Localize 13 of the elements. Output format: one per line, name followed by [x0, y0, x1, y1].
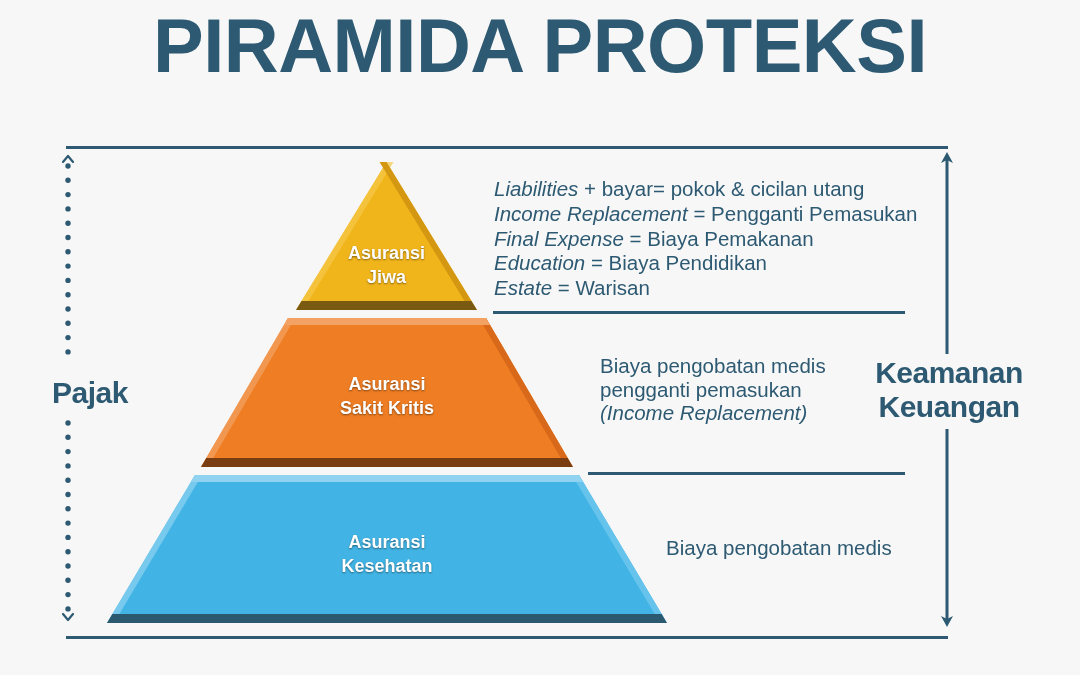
tier-label: Asuransi Sakit Kritis: [338, 373, 435, 420]
description-text: Biaya pengobatan medis: [666, 536, 892, 560]
description-text: Education = Biaya Pendidikan: [494, 251, 767, 276]
side-label: Pajak: [52, 376, 129, 410]
description-text: Income Replacement = Pengganti Pemasukan: [494, 201, 918, 227]
description-text: Liabilities + bayar= pokok & cicilan utang: [494, 177, 865, 202]
description-text: Estate = Warisan: [494, 276, 650, 301]
description-text: Final Expense = Biaya Pemakanan: [494, 226, 814, 252]
description-text: Biaya pengobatan medis pengganti pemasukan (Income Replacement): [600, 354, 827, 425]
tier-label: Asuransi Jiwa: [347, 242, 426, 289]
tier-label: Asuransi Kesehatan: [340, 531, 434, 578]
title: PIRAMIDA PROTEKSI: [151, 8, 929, 84]
side-label: Keamanan Keuangan: [874, 356, 1024, 424]
